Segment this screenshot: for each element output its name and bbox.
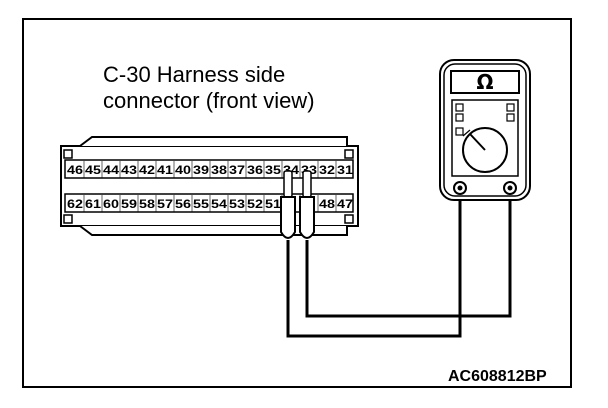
pin-label-47: 47 xyxy=(337,197,353,211)
pin-label-41: 41 xyxy=(157,163,173,177)
pin-label-55: 55 xyxy=(193,197,209,211)
pin-label-51: 51 xyxy=(265,197,281,211)
lock-square-tr xyxy=(344,149,354,159)
pin-label-46: 46 xyxy=(67,163,83,177)
pin-label-39: 39 xyxy=(193,163,209,177)
pin-label-61: 61 xyxy=(85,197,101,211)
lock-square-tl xyxy=(63,149,73,159)
ohm-symbol-icon: Ω xyxy=(476,70,493,94)
pin-label-36: 36 xyxy=(247,163,263,177)
ohmmeter: Ω xyxy=(439,59,531,201)
lock-square-bl xyxy=(63,214,73,224)
pin-label-45: 45 xyxy=(85,163,101,177)
pin-label-42: 42 xyxy=(139,163,155,177)
lock-square-br xyxy=(344,214,354,224)
pin-label-56: 56 xyxy=(175,197,191,211)
pin-label-58: 58 xyxy=(139,197,155,211)
pin-label-43: 43 xyxy=(121,163,137,177)
pin-label-60: 60 xyxy=(103,197,119,211)
title-line-2: connector (front view) xyxy=(103,88,315,113)
pin-label-59: 59 xyxy=(121,197,137,211)
pin-label-40: 40 xyxy=(175,163,191,177)
pin-label-54: 54 xyxy=(211,197,227,211)
pin-label-48: 48 xyxy=(319,197,335,211)
pin-label-31: 31 xyxy=(337,163,353,177)
pin-label-52: 52 xyxy=(247,197,263,211)
connector-title: C-30 Harness side connector (front view) xyxy=(103,62,315,114)
test-leads xyxy=(286,193,512,338)
pin-label-53: 53 xyxy=(229,197,245,211)
pin-label-57: 57 xyxy=(157,197,173,211)
title-line-1: C-30 Harness side xyxy=(103,62,286,87)
pin-label-32: 32 xyxy=(319,163,335,177)
probe-right xyxy=(299,170,315,239)
pin-label-35: 35 xyxy=(265,163,281,177)
pin-label-38: 38 xyxy=(211,163,227,177)
figure-code: AC608812BP xyxy=(448,368,547,385)
pin-label-62: 62 xyxy=(67,197,83,211)
pin-label-37: 37 xyxy=(229,163,245,177)
probe-left xyxy=(280,170,296,239)
pin-label-44: 44 xyxy=(103,163,119,177)
